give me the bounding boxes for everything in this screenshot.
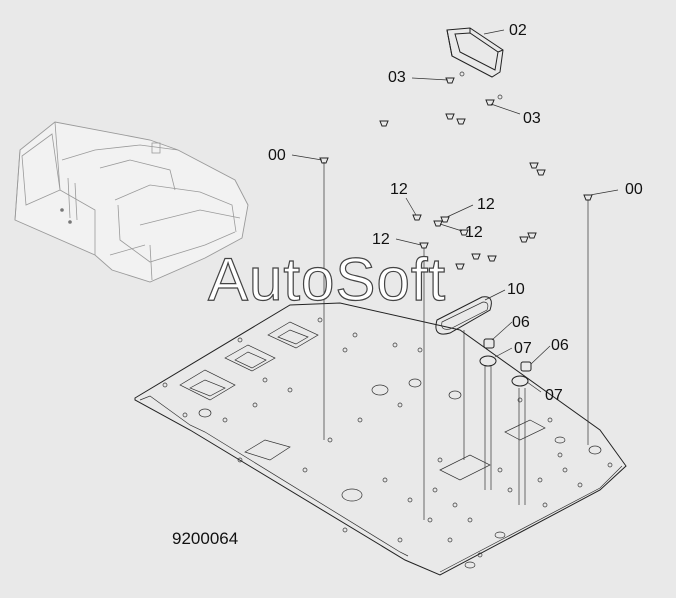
part-02-tray (446, 27, 504, 78)
callout-03-left: 03 (388, 69, 406, 86)
callout-labels: 02 03 03 00 00 12 12 12 12 10 06 07 06 0… (268, 22, 643, 404)
callout-12-c: 12 (465, 224, 483, 241)
leader-lines (291, 29, 619, 393)
callout-03-right: 03 (523, 110, 541, 127)
excavator-detail-dot (68, 220, 72, 224)
part-06-07-plugs (479, 338, 532, 387)
callout-10: 10 (507, 281, 525, 298)
callout-12-b: 12 (477, 196, 495, 213)
callout-07-lower: 07 (545, 387, 563, 404)
plate-holes (162, 317, 613, 558)
assembly-lines (323, 162, 589, 520)
callout-07-upper: 07 (514, 340, 532, 357)
callout-06-lower: 06 (551, 337, 569, 354)
fasteners (319, 71, 593, 270)
callout-02: 02 (509, 22, 527, 39)
callout-12-d: 12 (372, 231, 390, 248)
autosoft-watermark: AutoSoft (208, 246, 446, 313)
callout-06-upper: 06 (512, 314, 530, 331)
callout-12-a: 12 (390, 181, 408, 198)
excavator-detail-dot (60, 208, 64, 212)
callout-00-right: 00 (625, 181, 643, 198)
floor-plate (134, 302, 627, 576)
part-10-pad (435, 296, 492, 335)
excavator-outline (14, 121, 249, 283)
callout-00-left: 00 (268, 147, 286, 164)
drawing-number: 9200064 (172, 529, 238, 548)
